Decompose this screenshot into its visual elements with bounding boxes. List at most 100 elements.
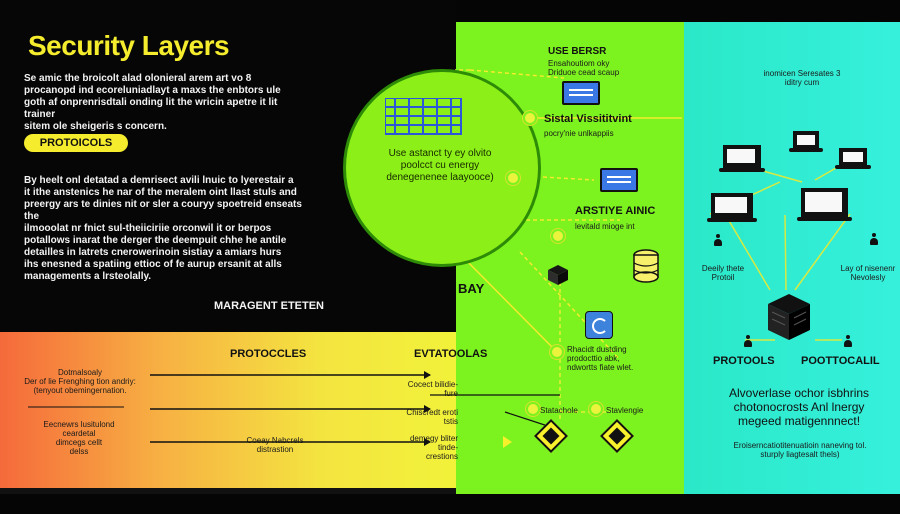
circle-line: Use astanct ty ey olvito — [388, 148, 492, 159]
application-window-icon — [562, 81, 600, 105]
laptop-icon — [707, 193, 757, 222]
circle-line: poolcct cu energy — [400, 160, 480, 171]
arrow-right-icon — [503, 436, 512, 448]
right-labels-group: Cocect bilidie- fure Chiscredt eroti tst… — [404, 380, 458, 461]
user-icon — [844, 335, 852, 347]
cyan-small-line: sturply liagtesalt thels) — [760, 450, 840, 459]
user-icon — [744, 335, 752, 347]
left-line: ihs enesned a spatiing ettioc of fe auru… — [24, 259, 282, 270]
connector-node — [528, 404, 538, 414]
green-subline: Ensahoutiom oky — [548, 59, 610, 68]
laptop-icon — [719, 145, 765, 172]
intro-line: goth af onprenrisdtali onding lit the wr… — [24, 97, 278, 120]
user-icon — [714, 234, 722, 246]
cyan-text-line: Nevolesly — [850, 273, 886, 282]
right-label: Chiscredt eroti — [406, 408, 458, 417]
laptop-icon — [835, 148, 871, 169]
cyan-text-line: Deeily thete — [701, 264, 745, 273]
bottom-strip — [0, 488, 456, 494]
laptop-icon — [797, 188, 852, 221]
block-line: Der of lie Frenghing tion andriy: — [24, 377, 136, 386]
block-three: Coeay Nabcrels distrastion — [225, 436, 325, 454]
left-line: preergy ars te dinies nit or sler a cour… — [24, 199, 302, 222]
intro-line: Se amic the broicolt alad olonieral arem… — [24, 73, 252, 84]
block-line: Dotmalsoaly — [57, 368, 102, 377]
circle-line: denegenenee laayooce) — [386, 172, 494, 183]
green-secondary-subtext: levitald mioge int — [575, 222, 635, 231]
cyan-text-line: Lay of nisenenr — [840, 264, 896, 273]
cyan-small-line: Eroiserncatiotitenuatioin naneving tol. — [733, 441, 867, 450]
block-one: Dotmalsoaly Der of lie Frenghing tion an… — [20, 368, 140, 395]
browser-window-icon — [600, 168, 638, 192]
management-heading: MARAGENT ETETEN — [214, 300, 324, 312]
green-bottom-line: Rhacidt dustding — [567, 345, 627, 354]
central-circle — [343, 69, 541, 267]
right-label: fure — [444, 389, 458, 398]
green-mid-subtext: pocry'nie unlkappiis — [544, 129, 614, 138]
block-line: distrastion — [256, 445, 294, 454]
connector-node — [552, 347, 562, 357]
green-top-heading: USE BERSR — [548, 46, 607, 57]
sync-icon — [585, 311, 613, 339]
server-cube-icon — [548, 265, 568, 285]
bottom-gradient-band — [0, 332, 456, 488]
green-mid-heading: Sistal Vissititvint — [544, 113, 632, 125]
right-label: crestions — [425, 452, 458, 461]
laptop-icon — [789, 131, 823, 152]
block-line: ceardetal — [62, 429, 96, 438]
cyan-bottom-line: Alvoverlase ochor isbhrins — [728, 386, 870, 400]
cyan-bottom-paragraph: Alvoverlase ochor isbhrins chotonocrosts… — [711, 386, 887, 428]
cyan-text-line: Protoil — [711, 273, 735, 282]
right-label: tstis — [443, 417, 458, 426]
green-bottom-label-right: Stavlengie — [606, 406, 644, 415]
connector-node — [553, 231, 563, 241]
green-bottom-text: Rhacidt dustding prodocttio abk, ndwortt… — [567, 345, 633, 372]
evtatoolas-heading: EVTATOOLAS — [414, 348, 488, 360]
green-bottom-label-left: Statachole — [540, 406, 578, 415]
cyan-caption-line: inomicen Seresates 3 — [763, 69, 841, 78]
green-bottom-line: ndwortts fiate wlet. — [567, 363, 634, 372]
block-two: Eecnewrs lusitulond ceardetal dimcegs ce… — [24, 420, 134, 456]
cyan-column-panel — [684, 22, 900, 494]
intro-line: procanopd ind ecoreluniadlayt a maxs the… — [24, 85, 281, 96]
cyan-bottom-line: chotonocrosts Anl lnergy — [733, 400, 865, 414]
right-label: demegy bliter tinde- — [409, 434, 458, 452]
connector-node — [591, 404, 601, 414]
green-bottom-line: prodocttio abk, — [567, 354, 620, 363]
left-line: By heelt onl detatad a demrisect avili l… — [24, 175, 294, 186]
connector-node — [525, 113, 535, 123]
left-line: managements a lrsteolally. — [24, 271, 152, 282]
right-label: Cocect bilidie- — [407, 380, 458, 389]
connector-node — [508, 173, 518, 183]
left-line: potallows inarat the derger the deempuit… — [24, 235, 287, 246]
block-line: delss — [69, 447, 89, 456]
block-line: (tenyout obemingernation. — [33, 386, 127, 395]
green-top-subtext: Ensahoutiom oky Driduoe cead scaup — [548, 59, 619, 77]
bay-label: BAY — [458, 281, 485, 296]
spacer — [404, 398, 458, 408]
protocols-heading: PROTOCCLES — [230, 348, 307, 360]
block-line: dimcegs cellt — [55, 438, 103, 447]
left-line: ilmooolat nr fnict sul-theiiciriie orcon… — [24, 223, 272, 234]
cyan-top-caption: inomicen Seresates 3 iditry cum — [752, 69, 852, 87]
intro-line: sitem ole sheigeris s concern. — [24, 121, 167, 132]
green-subline: Driduoe cead scaup — [548, 68, 620, 77]
database-icon — [633, 249, 659, 283]
cyan-bottom-line: megeed matigennnect! — [737, 414, 861, 428]
cyan-left-text: Deeily thete Protoil — [694, 264, 752, 282]
data-grid-icon — [385, 98, 462, 135]
left-line: detailles in latrets cnerowerinoin sisti… — [24, 247, 282, 258]
left-paragraph: By heelt onl detatad a demrisect avili l… — [24, 175, 313, 283]
cyan-caption-line: iditry cum — [784, 78, 820, 87]
green-secondary-heading: ARSTIYE AINIC — [575, 205, 656, 217]
left-line: it ithe anstenics he nar of the meralem … — [24, 187, 297, 198]
user-icon — [870, 233, 878, 245]
page-title: Security Layers — [28, 30, 230, 61]
protocols-badge: PROTOICOLS — [24, 134, 128, 152]
cyan-protocol-right: POOTTOCALIL — [801, 355, 880, 367]
circle-caption: Use astanct ty ey olvito poolcct cu ener… — [361, 148, 519, 184]
intro-paragraph: Se amic the broicolt alad olonieral arem… — [24, 73, 306, 133]
cyan-small-paragraph: Eroiserncatiotitenuatioin naneving tol. … — [712, 441, 888, 459]
cyan-right-text: Lay of nisenenr Nevolesly — [840, 264, 896, 282]
block-line: Eecnewrs lusitulond — [43, 420, 115, 429]
